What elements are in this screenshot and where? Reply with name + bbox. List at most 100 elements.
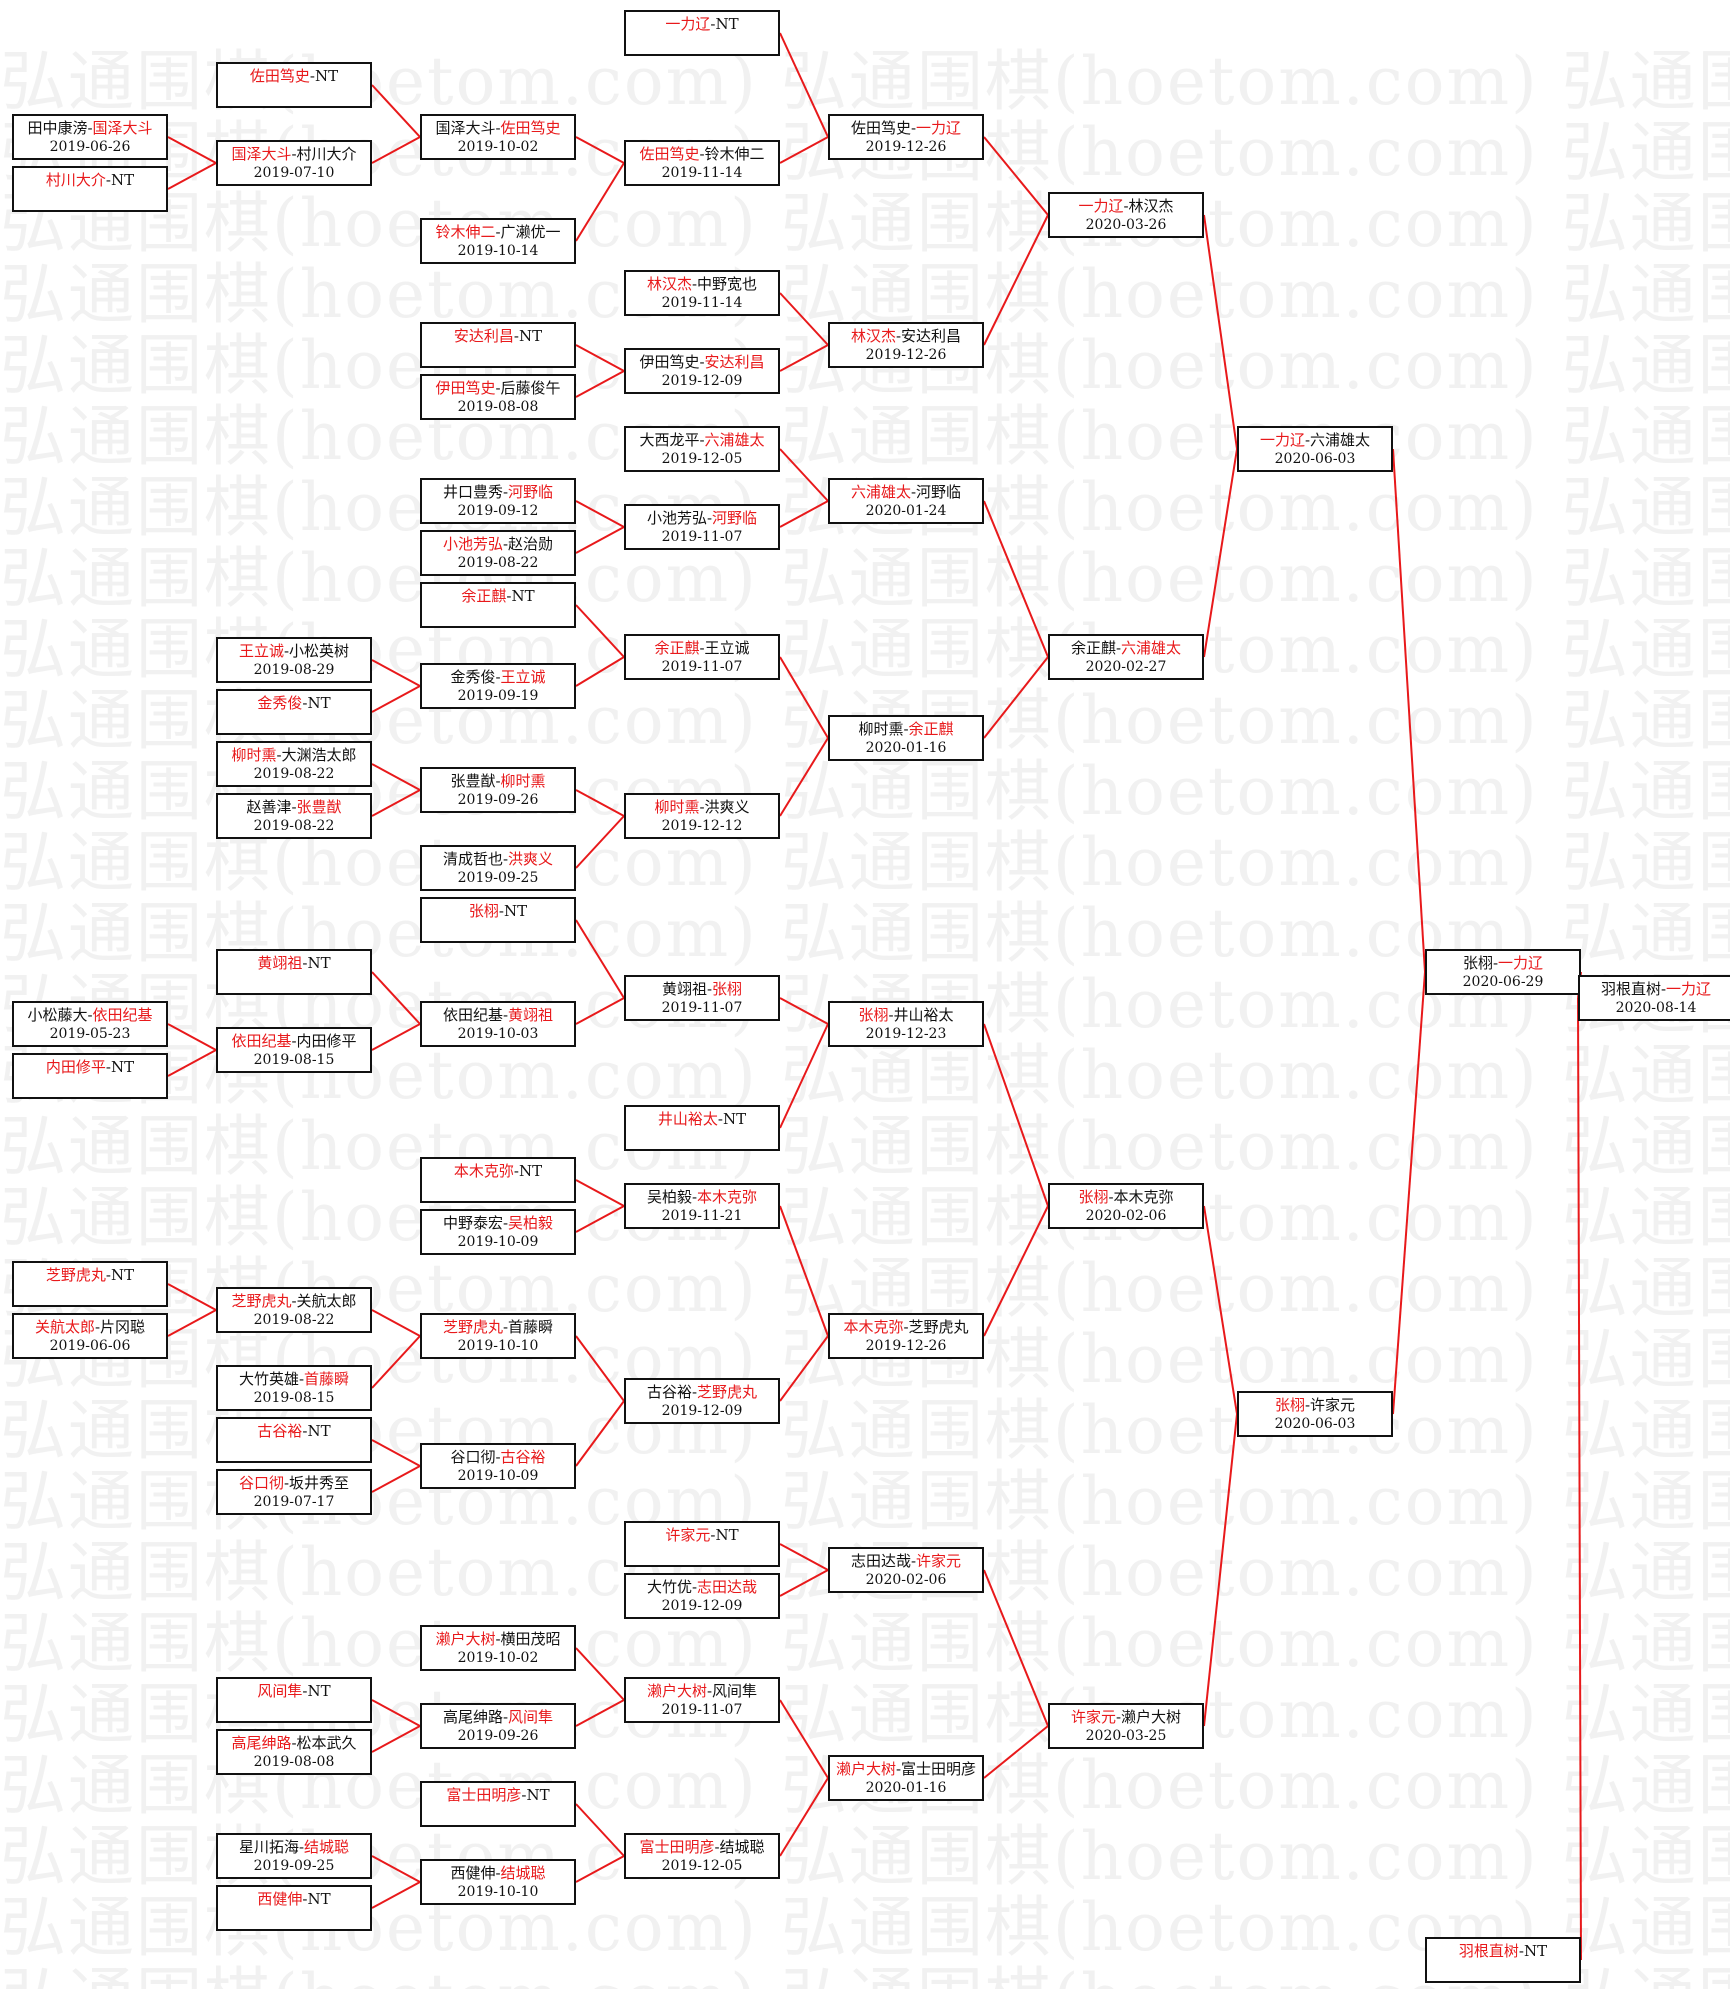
winner-name: 河野临	[508, 483, 554, 501]
match-players: 柳时熏-大渊浩太郎	[218, 746, 370, 765]
player-name: 大竹优	[646, 1578, 692, 1596]
winner-name: 一力辽	[1259, 431, 1305, 449]
match-players: 大竹优-志田达哉	[626, 1578, 778, 1597]
match-date: 2019-12-26	[865, 1338, 947, 1354]
match-date: 2019-10-14	[457, 243, 539, 259]
bracket-link	[1203, 1205, 1238, 1415]
winner-name: 柳时熏	[654, 798, 700, 816]
vs-separator: -	[291, 1292, 297, 1310]
winner-name: 余正麒	[654, 639, 700, 657]
match-players: 富士田明彦-NT	[422, 1786, 574, 1805]
player-name: NT	[1523, 1942, 1548, 1960]
match-players: 高尾绅路-松本武久	[218, 1734, 370, 1753]
match-players: 安达利昌-NT	[422, 327, 574, 346]
bracket-link	[371, 1725, 421, 1753]
bracket-link	[371, 1439, 421, 1467]
winner-name: 西健伸	[257, 1890, 303, 1908]
vs-separator: -	[495, 1448, 501, 1466]
vs-separator: -	[706, 980, 713, 998]
match-players: 西健伸-NT	[218, 1890, 370, 1909]
bracket-link	[575, 997, 625, 1025]
bracket-link	[983, 1023, 1049, 1207]
match-date: 2019-08-15	[253, 1390, 335, 1406]
vs-separator: -	[699, 798, 705, 816]
bracket-link	[575, 656, 625, 687]
match-players: 濑户大树-富士田明彦	[830, 1760, 982, 1779]
match-players: 关航太郎-片冈聪	[14, 1318, 166, 1337]
winner-name: 张栩	[712, 980, 743, 998]
bracket-link	[575, 526, 625, 554]
player-name: 濑户大树	[1121, 1708, 1182, 1726]
player-name: 金秀俊	[450, 668, 496, 686]
player-name: 安达利昌	[901, 327, 962, 345]
vs-separator: -	[502, 1214, 509, 1232]
vs-separator: -	[903, 1318, 909, 1336]
winner-name: 一力辽	[1078, 197, 1124, 215]
bracket-link	[779, 997, 829, 1025]
match-players: 芝野虎丸-首藤瞬	[422, 1318, 574, 1337]
player-name: NT	[307, 694, 331, 712]
winner-name: 国泽大斗	[92, 119, 153, 137]
match-players: 一力辽-NT	[626, 15, 778, 34]
winner-name: 芝野虎丸	[231, 1292, 292, 1310]
bracket-link	[575, 1699, 625, 1727]
match-box: 余正麒-NT	[420, 582, 576, 628]
vs-separator: -	[888, 1006, 894, 1024]
winner-name: 国泽大斗	[231, 145, 292, 163]
match-box: 一力辽-NT	[624, 10, 780, 56]
match-date: 2019-12-26	[865, 347, 947, 363]
player-name: 西健伸	[450, 1864, 496, 1882]
match-box: 许家元-NT	[624, 1521, 780, 1567]
bracket-link	[167, 162, 217, 190]
match-date: 2019-08-08	[253, 1754, 335, 1770]
match-date: 2019-12-05	[661, 1858, 743, 1874]
match-players: 吴柏毅-本木克弥	[626, 1188, 778, 1207]
match-players: 一力辽-六浦雄太	[1239, 431, 1391, 450]
player-name: 富士田明彦	[901, 1760, 977, 1778]
winner-name: 六浦雄太	[704, 431, 765, 449]
vs-separator: -	[502, 483, 509, 501]
match-date: 2020-03-26	[1085, 217, 1167, 233]
winner-name: 河野临	[712, 509, 758, 527]
bracket-link	[371, 1699, 421, 1727]
vs-separator: -	[1304, 1396, 1311, 1414]
winner-name: 濑户大树	[435, 1630, 496, 1648]
player-name: NT	[518, 327, 543, 345]
bracket-link	[779, 1777, 829, 1857]
vs-separator: -	[910, 119, 917, 137]
player-name: 村川大介	[296, 145, 357, 163]
vs-separator: -	[1123, 197, 1129, 215]
match-date: 2019-09-26	[457, 1728, 539, 1744]
vs-separator: -	[910, 1552, 917, 1570]
player-name: NT	[314, 67, 339, 85]
match-box: 佐田笃史-NT	[216, 62, 372, 108]
vs-separator: -	[298, 1370, 305, 1388]
player-name: 坂井秀至	[289, 1474, 350, 1492]
match-date: 2019-06-06	[49, 1338, 131, 1354]
bracket-link	[371, 84, 421, 138]
vs-separator: -	[302, 1682, 308, 1700]
bracket-link	[575, 344, 625, 372]
bracket-link	[779, 1023, 829, 1129]
match-date: 2019-10-02	[457, 1650, 539, 1666]
match-box: 村川大介-NT	[12, 166, 168, 212]
match-date: 2019-12-09	[661, 1598, 743, 1614]
bracket-link	[779, 1205, 829, 1337]
vs-separator: -	[1115, 1708, 1122, 1726]
match-date: 2019-11-07	[661, 529, 743, 545]
winner-name: 谷口彻	[238, 1474, 284, 1492]
winner-name: 佐田笃史	[249, 67, 310, 85]
